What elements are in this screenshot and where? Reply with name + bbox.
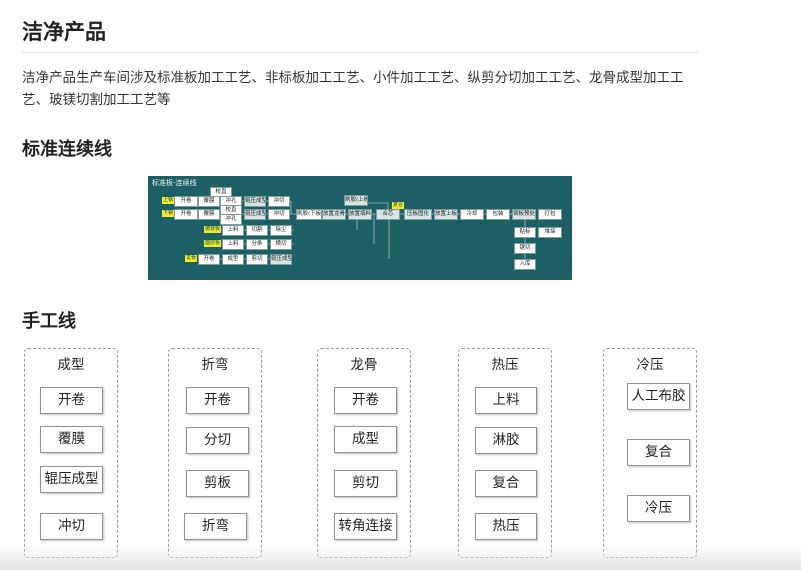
flow-tag-top-steel: 上钢 xyxy=(162,197,175,204)
flow-box-cooling: 冷却 xyxy=(460,209,484,220)
step-box: 开卷 xyxy=(334,387,397,414)
step-box: 复合 xyxy=(627,439,690,466)
flow-box-shear-keel: 剪切 xyxy=(246,254,268,265)
step-box: 冷压 xyxy=(627,495,690,522)
flow-tag-keel: 龙骨 xyxy=(185,255,198,262)
flow-tag-surface-board: 面层板 xyxy=(204,240,222,247)
step-box: 淋胶 xyxy=(475,427,537,454)
step-box: 成型 xyxy=(334,426,397,453)
flow-diagram-title: 标准板-连续线 xyxy=(152,179,197,187)
step-box: 上料 xyxy=(475,387,537,414)
flow-box-form-keel: 成型 xyxy=(222,254,244,265)
flow-tag-mgo-board: 玻镁板 xyxy=(204,226,222,233)
flow-box-rollform-keel: 辊压成型 xyxy=(270,254,292,265)
manual-group-hot-press: 热压 上料 淋胶 复合 热压 xyxy=(458,348,552,558)
step-box: 开卷 xyxy=(186,387,249,414)
step-box: 开卷 xyxy=(40,387,103,414)
flow-box-label: 贴标 xyxy=(514,227,536,238)
manual-group-bending: 折弯 开卷 分切 剪板 折弯 xyxy=(168,348,262,558)
flow-box-place-keel: 放置龙骨 xyxy=(322,209,346,220)
step-box: 转角连接 xyxy=(334,513,397,540)
flow-box-bundle: 打包 xyxy=(538,209,562,220)
step-box: 复合 xyxy=(475,470,537,497)
step-box: 冲切 xyxy=(40,513,103,540)
flow-box-glue-upper: 刷胶(上板) xyxy=(344,195,368,206)
flow-box-place-filler: 放置填料 xyxy=(348,209,372,220)
group-title: 成型 xyxy=(57,357,85,373)
group-title: 热压 xyxy=(491,357,519,373)
flow-box-uncoil-top: 开卷 xyxy=(174,196,198,207)
manual-group-cold-press: 冷压 人工布胶 复合 冷压 xyxy=(603,348,697,558)
flow-box-core: 合芯 xyxy=(376,209,400,220)
step-box: 热压 xyxy=(475,513,537,540)
flow-box-place-upper: 放置上板 xyxy=(434,209,458,220)
step-box: 剪切 xyxy=(334,470,397,497)
step-box: 辊压成型 xyxy=(40,466,103,493)
group-title: 折弯 xyxy=(201,357,229,373)
flow-box-slit-surface: 分条 xyxy=(246,239,268,250)
page-title: 洁净产品 xyxy=(22,20,106,44)
flow-box-uncoil-keel: 开卷 xyxy=(198,254,220,265)
page-description: 洁净产品生产车间涉及标准板加工工艺、非标板加工工艺、小件加工工艺、纵剪分切加工工… xyxy=(22,70,684,108)
flow-tag-bottom-steel: 下钢 xyxy=(162,210,175,217)
group-title: 龙骨 xyxy=(350,357,378,373)
flow-box-cut-bottom: 冲切 xyxy=(268,209,290,220)
flow-box-saw: 锯切 xyxy=(514,243,536,254)
group-title: 冷压 xyxy=(636,357,664,373)
flow-box-stack: 堆垛 xyxy=(538,227,562,238)
manual-group-forming: 成型 开卷 覆膜 辊压成型 冲切 xyxy=(24,348,118,558)
flow-box-pretreat: 钢板预处理 xyxy=(512,209,536,220)
flow-box-cutting-mgo: 切割 xyxy=(246,225,268,236)
flow-box-warehouse: 入库 xyxy=(514,259,536,270)
flow-box-crosscut-surface: 横切 xyxy=(270,239,292,250)
flow-tag-composite: 复合 xyxy=(392,202,405,209)
bottom-fade xyxy=(0,545,801,570)
flow-box-rollform-bottom: 辊压成型 xyxy=(244,209,266,220)
section-title-standard-line: 标准连续线 xyxy=(22,139,112,160)
flow-box-punch-bottom: 冲孔 xyxy=(220,214,242,225)
flow-box-cut-top: 冲切 xyxy=(268,196,290,207)
flow-box-film-top: 覆膜 xyxy=(198,196,220,207)
manual-group-keel: 龙骨 开卷 成型 剪切 转角连接 xyxy=(317,348,411,558)
step-box: 覆膜 xyxy=(40,426,103,453)
section-title-manual-line: 手工线 xyxy=(22,311,76,332)
flow-box-glue-lower: 刷胶(下板) xyxy=(296,209,322,220)
step-box: 剪板 xyxy=(186,470,249,497)
flow-box-film-bottom: 覆膜 xyxy=(198,209,220,220)
flow-box-rollform-top: 辊压成型 xyxy=(244,196,266,207)
flow-box-dust-mgo: 除尘 xyxy=(270,225,292,236)
flow-box-load-surface: 上料 xyxy=(222,239,244,250)
standard-line-flow-diagram: 标准板-连续线 上钢 下钢 玻镁板 面层板 龙骨 复合 校直 开卷 覆膜 冲孔 … xyxy=(148,176,572,280)
flow-box-pack: 包装 xyxy=(486,209,510,220)
step-box: 折弯 xyxy=(184,513,247,540)
flow-box-uncoil-bottom: 开卷 xyxy=(174,209,198,220)
flow-box-load-mgo: 上料 xyxy=(222,225,244,236)
title-divider xyxy=(22,52,698,53)
flow-box-press-cure: 压板固化 xyxy=(404,209,432,220)
step-box: 人工布胶 xyxy=(627,383,690,410)
step-box: 分切 xyxy=(186,427,249,454)
